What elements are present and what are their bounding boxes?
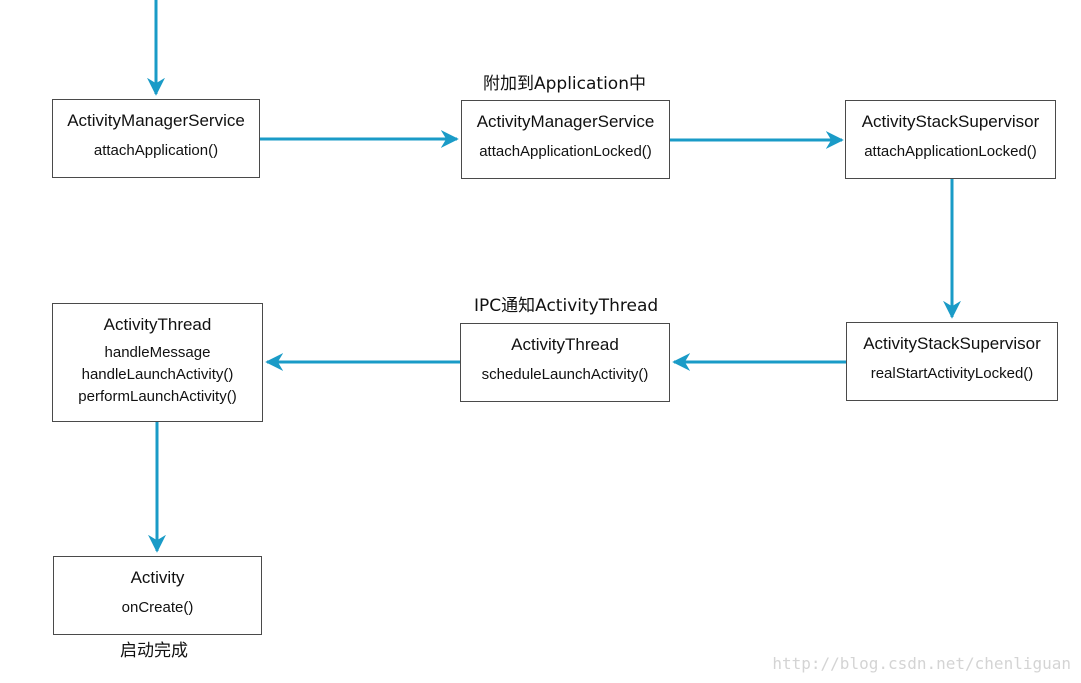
node-title: ActivityManagerService	[67, 111, 245, 130]
supervisor-attach-application-locked-node: ActivityStackSupervisor attachApplicatio…	[845, 100, 1056, 179]
node-method: attachApplication()	[93, 142, 219, 159]
node-title: ActivityThread	[511, 335, 619, 354]
caption-attach-to-application: 附加到Application中	[483, 74, 646, 94]
activity-on-create-node: Activity onCreate()	[53, 556, 262, 635]
supervisor-real-start-activity-locked-node: ActivityStackSupervisor realStartActivit…	[846, 322, 1058, 401]
node-method: attachApplicationLocked()	[864, 143, 1037, 160]
node-method: handleMessage	[104, 344, 211, 361]
node-title: ActivityStackSupervisor	[861, 112, 1040, 131]
node-title: ActivityManagerService	[476, 112, 655, 131]
node-title: ActivityStackSupervisor	[863, 334, 1041, 353]
node-method: handleLaunchActivity()	[81, 366, 234, 383]
ams-attach-application-locked-node: ActivityManagerService attachApplication…	[461, 100, 670, 179]
node-method: performLaunchActivity()	[78, 388, 237, 405]
node-method: scheduleLaunchActivity()	[481, 366, 649, 383]
caption-ipc-notify: IPC通知ActivityThread	[474, 296, 659, 316]
activity-thread-schedule-launch-node: ActivityThread scheduleLaunchActivity()	[460, 323, 670, 402]
activity-thread-handle-message-node: ActivityThread handleMessage handleLaunc…	[52, 303, 263, 422]
node-method: realStartActivityLocked()	[870, 365, 1034, 382]
node-method: onCreate()	[121, 599, 194, 616]
ams-attach-application-node: ActivityManagerService attachApplication…	[52, 99, 260, 178]
node-title: Activity	[130, 568, 185, 587]
node-method: attachApplicationLocked()	[479, 143, 652, 160]
watermark: http://blog.csdn.net/chenliguan	[772, 654, 1071, 673]
node-title: ActivityThread	[103, 315, 212, 334]
caption-launch-complete: 启动完成	[120, 641, 188, 661]
